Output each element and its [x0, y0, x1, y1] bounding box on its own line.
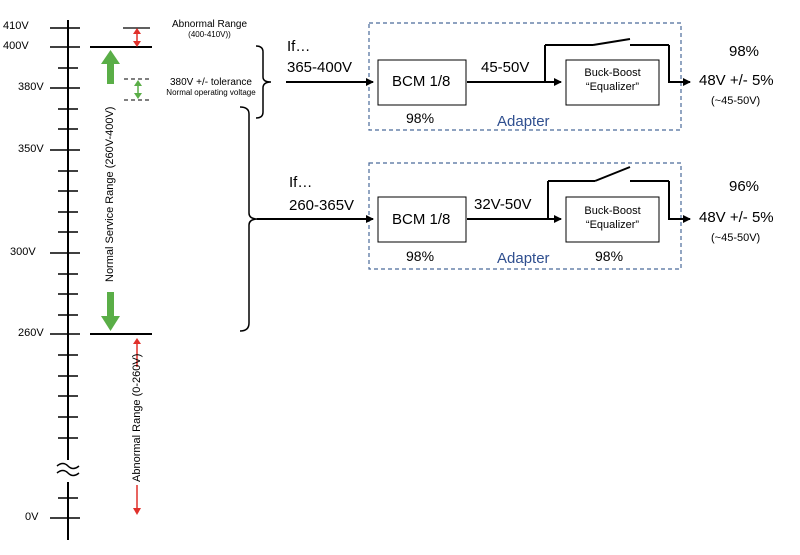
path1-output-voltage: 48V +/- 5% [699, 72, 774, 89]
bcm-box-1 [377, 59, 467, 106]
tolerance-label: 380V +/- tolerance Normal operating volt… [157, 77, 265, 97]
abnormal-high-range: (400-410V)) [188, 30, 231, 39]
tick-label-380v: 380V [18, 81, 44, 93]
path1-bb-line1: Buck-Boost [584, 67, 641, 79]
path1-mid-voltage: 45-50V [481, 59, 530, 76]
adapter-box-1 [368, 22, 682, 131]
path1-total-efficiency: 98% [729, 43, 760, 60]
normal-service-range-label: Normal Service Range (260V-400V) [104, 106, 116, 282]
path2-output-sub: (~45-50V) [711, 232, 761, 244]
path2-output-voltage: 48V +/- 5% [699, 209, 774, 226]
tick-label-260v: 260V [18, 327, 44, 339]
buck-boost-box-2 [565, 196, 660, 243]
tolerance-marker [124, 78, 152, 101]
tolerance-title: 380V +/- tolerance [170, 77, 252, 88]
upper-bracket [255, 45, 272, 119]
buck-boost-box-1 [565, 59, 660, 106]
path1-bcm-label: BCM 1/8 [392, 73, 451, 90]
adapter-box-2 [368, 162, 682, 270]
path1-bcm-efficiency: 98% [406, 110, 435, 126]
bcm-box-2 [377, 196, 467, 243]
tick-label-300v: 300V [10, 246, 36, 258]
path2-adapter-label: Adapter [497, 250, 550, 267]
tick-label-410v: 410V [3, 20, 29, 32]
abnormal-high-title: Abnormal Range [171, 19, 248, 30]
path2-buck-boost-label: Buck-Boost “Equalizer” [566, 204, 659, 232]
path1-adapter-label: Adapter [497, 113, 550, 130]
tick-label-400v: 400V [3, 40, 29, 52]
abnormal-high-arrow [133, 28, 141, 47]
path1-wiring [286, 38, 691, 86]
path2-bb-line1: Buck-Boost [584, 205, 641, 217]
path2-mid-voltage: 32V-50V [474, 196, 532, 213]
path1-output-sub: (~45-50V) [711, 95, 761, 107]
path1-if-label: If… [287, 38, 311, 55]
path2-if-label: If… [289, 174, 313, 191]
path2-bcm-label: BCM 1/8 [392, 211, 451, 228]
tolerance-subtitle: Normal operating voltage [166, 88, 256, 97]
path1-buck-boost-label: Buck-Boost “Equalizer” [566, 66, 659, 94]
tick-label-0v: 0V [25, 511, 39, 523]
normal-range-arrows [101, 50, 120, 331]
path2-bb-line2: “Equalizer” [585, 219, 640, 231]
path1-bb-line2: “Equalizer” [585, 81, 640, 93]
path2-total-efficiency: 96% [729, 178, 760, 195]
abnormal-high-label: Abnormal Range (400-410V)) [152, 19, 267, 39]
path2-bcm-efficiency: 98% [406, 248, 435, 264]
abnormal-low-range-label: Abnormal Range (0-260V) [131, 353, 143, 482]
lower-bracket [239, 106, 259, 332]
axis-ticks [50, 27, 80, 519]
tick-label-350v: 350V [18, 143, 44, 155]
path1-input-range: 365-400V [287, 59, 353, 76]
abnormal-low-arrow [133, 338, 141, 515]
path2-bb-efficiency: 98% [595, 248, 624, 264]
path2-wiring [257, 166, 691, 223]
voltage-axis [56, 20, 80, 540]
path2-input-range: 260-365V [289, 197, 355, 214]
